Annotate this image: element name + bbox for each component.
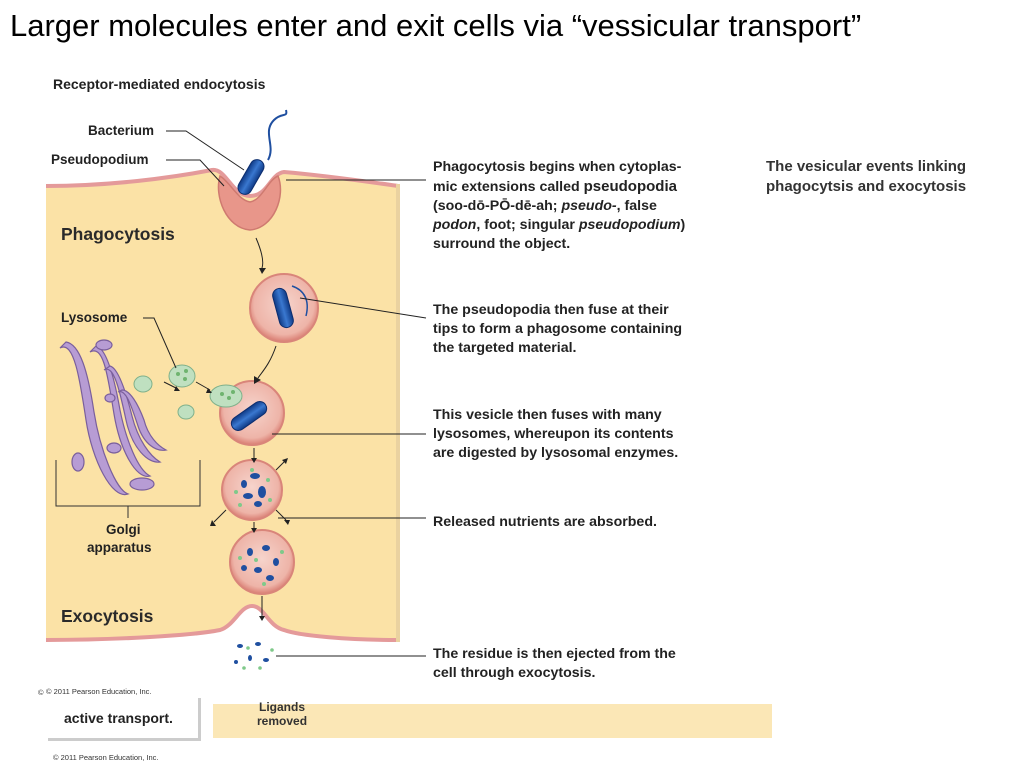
slide-title: Larger molecules enter and exit cells vi… — [10, 8, 862, 43]
description-text-run: surround the object. — [433, 236, 571, 252]
description-text-run: pseudopodium — [578, 217, 681, 233]
lysosome-icon — [133, 364, 196, 420]
active-transport-label: active transport. — [64, 710, 173, 726]
description-text-run: are digested by lysosomal enzymes. — [433, 445, 679, 461]
phagolysosome-vesicle-icon — [209, 380, 285, 446]
diagram-copyright: © 2011 Pearson Education, Inc. — [46, 687, 152, 696]
bacterium-icon — [237, 109, 288, 195]
removed-label: removed — [257, 714, 308, 728]
description-text-run: mic extensions called — [433, 179, 584, 195]
cell-membrane-top — [45, 168, 399, 199]
description-text-run: pseudo- — [561, 198, 617, 214]
description-line: The residue is then ejected from the — [433, 645, 733, 664]
description-line: surround the object. — [433, 235, 733, 254]
golgi-icon — [59, 339, 168, 496]
lysosome-label: Lysosome — [61, 310, 128, 325]
underlying-panel — [213, 704, 772, 738]
description-text-run: ) — [680, 217, 686, 233]
residue-vesicle-icon — [229, 529, 295, 595]
description-text-run: , foot; singular — [476, 217, 579, 233]
description-text-run: the targeted material. — [433, 340, 577, 356]
description-text-run: lysosomes, whereupon its contents — [433, 426, 674, 442]
golgi-label-line2: apparatus — [87, 540, 152, 555]
golgi-bracket — [55, 460, 201, 518]
pseudopodium-label: Pseudopodium — [51, 152, 149, 167]
phagosome-vesicle-icon — [249, 273, 319, 343]
description-text-run: The pseudopodia then fuse at their — [433, 302, 669, 318]
description-text-run: , false — [616, 198, 657, 214]
golgi-label-line1: Golgi — [106, 522, 141, 537]
description-line: are digested by lysosomal enzymes. — [433, 444, 733, 463]
diagram-heading: Receptor-mediated endocytosis — [53, 76, 266, 92]
description-text-run: cell through exocytosis. — [433, 665, 596, 681]
step-description-5: The residue is then ejected from the cell… — [433, 645, 733, 683]
copyright-marker: © — [38, 688, 44, 697]
description-line: Released nutrients are absorbed. — [433, 513, 733, 532]
description-line: podon, foot; singular pseudopodium) — [433, 216, 733, 235]
step-description-3: This vesicle then fuses with many lysosom… — [433, 406, 733, 463]
description-line: tips to form a phagosome containing — [433, 320, 733, 339]
description-text-run: tips to form a phagosome containing — [433, 321, 683, 337]
step-description-2: The pseudopodia then fuse at their tips t… — [433, 301, 733, 358]
ligands-label: Ligands — [259, 700, 306, 714]
description-text-run: The residue is then ejected from the — [433, 646, 676, 662]
description-text-run: Phagocytosis begins when cytoplas- — [433, 159, 682, 175]
side-note: The vesicular events linking phagocytsis… — [766, 158, 967, 195]
step-description-4: Released nutrients are absorbed. — [433, 513, 733, 532]
exocytosis-label: Exocytosis — [61, 606, 154, 626]
bacterium-label: Bacterium — [88, 123, 155, 138]
description-line: This vesicle then fuses with many — [433, 406, 733, 425]
slide-copyright: © 2011 Pearson Education, Inc. — [53, 753, 159, 762]
description-text-run: pseudopodia — [583, 178, 677, 195]
description-line: mic extensions called pseudopodia — [433, 177, 733, 197]
digestion-vesicle-icon — [221, 459, 283, 521]
description-text-run: Released nutrients are absorbed. — [433, 514, 657, 530]
phagocytosis-label: Phagocytosis — [61, 224, 175, 244]
description-line: cell through exocytosis. — [433, 664, 733, 683]
description-text-run: This vesicle then fuses with many — [433, 407, 662, 423]
description-line: the targeted material. — [433, 339, 733, 358]
description-text-run: (soo-dō-PŌ-dē-ah; — [433, 198, 562, 214]
description-line: (soo-dō-PŌ-dē-ah; pseudo-, false — [433, 197, 733, 216]
step-description-1: Phagocytosis begins when cytoplas-mic ex… — [433, 158, 733, 254]
active-transport-box — [48, 698, 201, 741]
expelled-residue-icon — [234, 642, 274, 670]
description-text-run: podon — [433, 217, 477, 233]
description-line: The pseudopodia then fuse at their — [433, 301, 733, 320]
description-line: lysosomes, whereupon its contents — [433, 425, 733, 444]
cell-membrane-bottom — [45, 603, 399, 642]
pseudopodium — [217, 174, 282, 231]
description-line: Phagocytosis begins when cytoplas- — [433, 158, 733, 177]
